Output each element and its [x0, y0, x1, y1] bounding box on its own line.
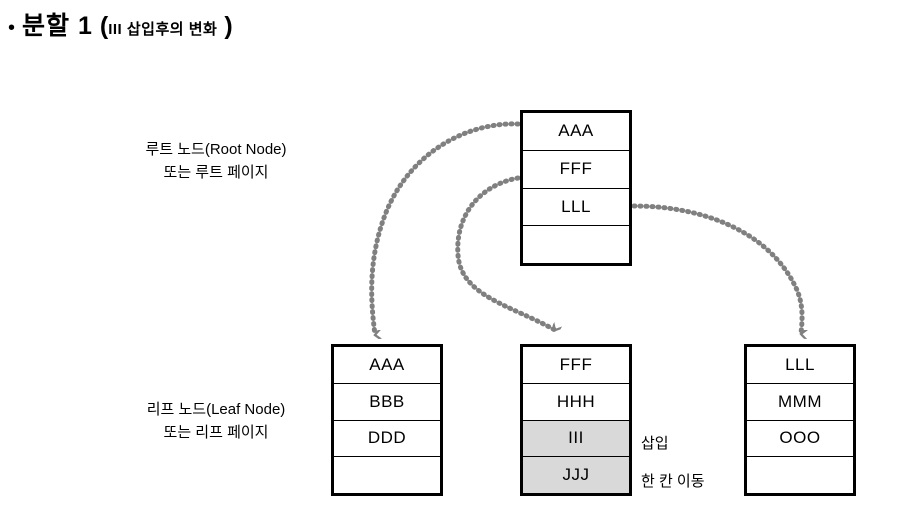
leaf-node-right-cell: MMM	[747, 383, 853, 421]
connector-root-to-leaf-right	[631, 203, 802, 334]
leaf-node-left-cell: DDD	[334, 420, 440, 458]
title-paren-close: )	[224, 12, 233, 40]
connector-root-to-leaf-left	[369, 121, 521, 335]
page-title: • 분할 1 ( III 삽입후의 변화 )	[8, 6, 233, 42]
title-paren-open: (	[99, 12, 109, 40]
leaf-node-right-cell: OOO	[747, 420, 853, 458]
leaf-node-right-cell: LLL	[747, 347, 853, 384]
root-node-label: 루트 노드(Root Node) 또는 루트 페이지	[104, 138, 328, 185]
leaf-node-left: AAA BBB DDD	[331, 344, 443, 496]
leaf-node-label: 리프 노드(Leaf Node) 또는 리프 페이지	[104, 398, 328, 445]
leaf-node-label-line1: 리프 노드(Leaf Node)	[146, 401, 286, 418]
root-node-cell: LLL	[523, 188, 629, 227]
leaf-node-right: LLL MMM OOO	[744, 344, 856, 496]
root-node-cell: AAA	[523, 113, 629, 151]
leaf-node-left-cell-empty	[334, 457, 440, 493]
bullet-icon: •	[8, 17, 16, 39]
leaf-node-left-cell: BBB	[334, 383, 440, 421]
leaf-node-middle-cell: FFF	[523, 347, 629, 384]
root-node-label-line1: 루트 노드(Root Node)	[145, 141, 287, 158]
root-node-label-line2: 또는 루트 페이지	[163, 164, 269, 182]
leaf-node-middle-cell: HHH	[523, 383, 629, 421]
page-title-text: 분할 1	[22, 12, 93, 40]
page-title-subtext: III 삽입후의 변화	[108, 21, 218, 38]
leaf-node-right-cell-empty	[747, 457, 853, 493]
annotation-insert: 삽입	[641, 435, 669, 452]
root-node: AAA FFF LLL	[520, 110, 632, 266]
root-node-cell: FFF	[523, 150, 629, 189]
leaf-node-label-line2: 또는 리프 페이지	[163, 424, 269, 442]
leaf-node-middle-cell-shifted: JJJ	[523, 457, 629, 493]
leaf-node-left-cell: AAA	[334, 347, 440, 384]
annotation-shift: 한 칸 이동	[641, 473, 705, 490]
leaf-node-middle: FFF HHH III JJJ	[520, 344, 632, 496]
leaf-node-middle-cell-inserted: III	[523, 420, 629, 458]
root-node-cell-empty	[523, 226, 629, 263]
